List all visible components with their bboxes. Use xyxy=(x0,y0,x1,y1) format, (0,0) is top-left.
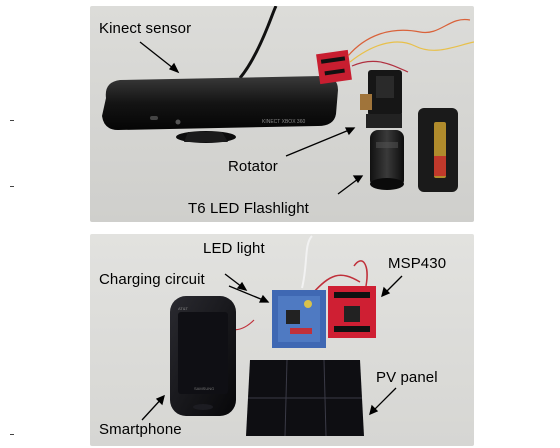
battery-charger xyxy=(418,108,458,192)
top-photo-scene: KINECT XBOX 360 xyxy=(90,6,474,222)
msp430-board xyxy=(328,286,376,338)
kinect-print: KINECT XBOX 360 xyxy=(262,119,305,125)
rotator-label: Rotator xyxy=(228,158,278,175)
kinect-cable xyxy=(238,6,278,79)
flashlight xyxy=(370,130,404,190)
msp430-label: MSP430 xyxy=(388,255,447,272)
led-light-label: LED light xyxy=(203,240,265,257)
rotator-servo xyxy=(360,70,402,128)
kinect-sensor-label: Kinect sensor xyxy=(99,20,192,37)
margin-tick-top xyxy=(10,120,14,121)
rotator-arrow xyxy=(285,127,355,157)
pv-panel-label: PV panel xyxy=(376,369,438,386)
top-microcontroller-board xyxy=(316,49,352,85)
phone-carrier-print: AT&T xyxy=(178,306,188,311)
top-photo: KINECT XBOX 360 xyxy=(90,6,474,222)
pv-panel xyxy=(246,359,364,437)
smartphone-device: SAMSUNG AT&T xyxy=(170,296,236,416)
margin-tick-bottom xyxy=(10,434,14,435)
phone-brand-print: SAMSUNG xyxy=(194,386,214,391)
kinect-device: KINECT XBOX 360 xyxy=(102,76,338,143)
bottom-photo: SAMSUNG AT&T xyxy=(90,234,474,446)
bottom-photo-scene: SAMSUNG AT&T xyxy=(90,234,474,446)
margin-tick-middle xyxy=(10,186,14,187)
charging-circuit-label: Charging circuit xyxy=(99,271,205,288)
flashlight-label: T6 LED Flashlight xyxy=(188,200,309,217)
smartphone-label: Smartphone xyxy=(99,421,182,438)
charging-circuit-board xyxy=(272,290,326,348)
